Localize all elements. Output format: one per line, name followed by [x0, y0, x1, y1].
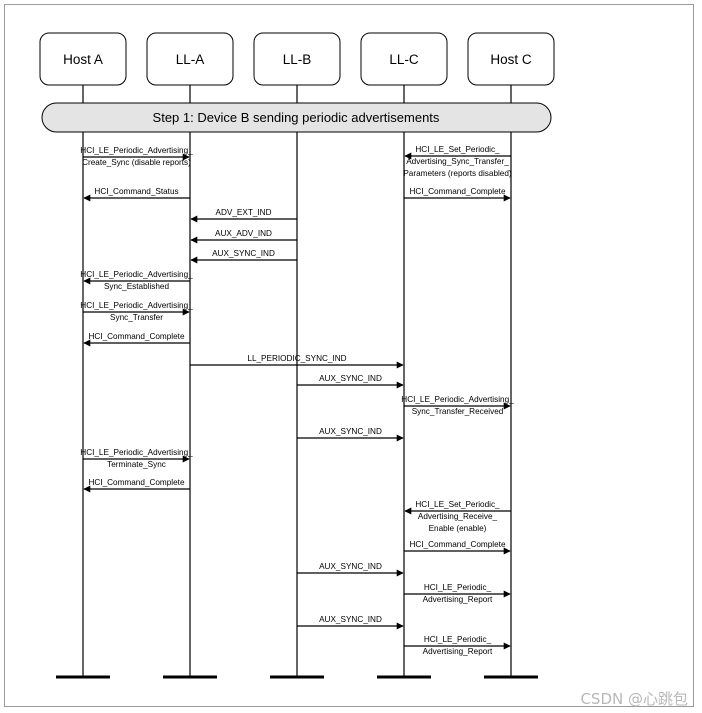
message-label-1-2: Parameters (reports disabled) — [403, 169, 512, 178]
message-label-16-0: HCI_LE_Set_Periodic_ — [415, 500, 500, 509]
message-label-16-1: Advertising_Receive_ — [418, 512, 498, 521]
actor-box-1 — [146, 32, 234, 86]
actor-label-0: Host A — [63, 52, 103, 67]
message-label-14-0: HCI_LE_Periodic_Advertising_ — [80, 448, 193, 457]
message-label-1-1: Advertising_Sync_Transfer_ — [406, 157, 509, 166]
message-label-2-0: HCI_Command_Status — [94, 187, 178, 196]
message-label-3-0: HCI_Command_Complete — [409, 187, 505, 196]
message-label-19-1: Advertising_Report — [423, 595, 493, 604]
actor-box-2 — [253, 32, 341, 86]
message-label-12-1: Sync_Transfer_Received — [412, 407, 504, 416]
message-label-8-1: Sync_Transfer — [110, 313, 163, 322]
message-label-21-0: HCI_LE_Periodic_ — [424, 635, 492, 644]
figure-frame — [4, 4, 694, 707]
message-label-1-0: HCI_LE_Set_Periodic_ — [415, 145, 500, 154]
actor-box-0 — [39, 32, 127, 86]
message-label-12-0: HCI_LE_Periodic_Advertising_ — [401, 395, 514, 404]
message-label-8-0: HCI_LE_Periodic_Advertising_ — [80, 301, 193, 310]
actor-label-2: LL-B — [283, 52, 312, 67]
message-label-0-0: HCI_LE_Periodic_Advertising_ — [80, 146, 193, 155]
message-label-0-1: Create_Sync (disable reports) — [82, 158, 191, 167]
message-label-7-1: Sync_Established — [104, 282, 170, 291]
message-label-7-0: HCI_LE_Periodic_Advertising_ — [80, 270, 193, 279]
message-label-10-0: LL_PERIODIC_SYNC_IND — [247, 354, 346, 363]
message-label-14-1: Terminate_Sync — [107, 460, 166, 469]
actor-label-1: LL-A — [176, 52, 205, 67]
message-label-15-0: HCI_Command_Complete — [88, 478, 184, 487]
message-label-17-0: HCI_Command_Complete — [409, 540, 505, 549]
message-label-20-0: AUX_SYNC_IND — [319, 615, 382, 624]
message-label-11-0: AUX_SYNC_IND — [319, 374, 382, 383]
message-label-18-0: AUX_SYNC_IND — [319, 562, 382, 571]
message-label-19-0: HCI_LE_Periodic_ — [424, 583, 492, 592]
message-label-9-0: HCI_Command_Complete — [88, 332, 184, 341]
actor-box-3 — [360, 32, 448, 86]
actor-label-3: LL-C — [389, 52, 419, 67]
message-label-5-0: AUX_ADV_IND — [215, 229, 272, 238]
step-banner-label: Step 1: Device B sending periodic advert… — [153, 110, 440, 125]
message-label-4-0: ADV_EXT_IND — [216, 208, 272, 217]
actor-label-4: Host C — [490, 52, 532, 67]
message-label-6-0: AUX_SYNC_IND — [212, 249, 275, 258]
message-label-13-0: AUX_SYNC_IND — [319, 427, 382, 436]
step-banner — [41, 102, 552, 133]
actor-box-4 — [467, 32, 555, 86]
message-label-21-1: Advertising_Report — [423, 647, 493, 656]
message-label-16-2: Enable (enable) — [429, 524, 487, 533]
watermark-text: CSDN @心跳包 — [580, 690, 688, 708]
